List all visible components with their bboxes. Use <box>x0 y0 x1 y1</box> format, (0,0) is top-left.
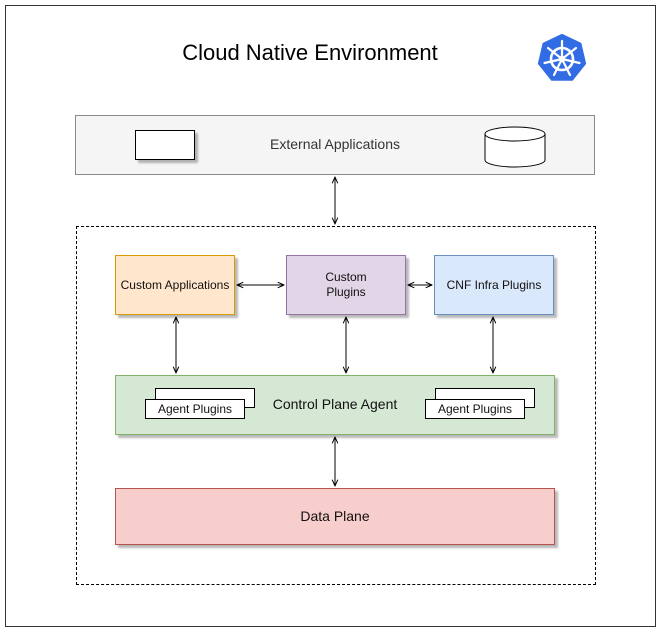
cnf-infra-plugins-box: CNF Infra Plugins <box>434 255 554 315</box>
custom-plugins-box: Custom Plugins <box>286 255 406 315</box>
kubernetes-icon <box>536 32 588 83</box>
custom-applications-label: Custom Applications <box>120 277 230 292</box>
agent-plugins-right-label: Agent Plugins <box>437 402 513 416</box>
agent-plugins-left-label: Agent Plugins <box>157 402 233 416</box>
external-applications-label: External Applications <box>270 136 400 153</box>
control-plane-agent-label: Control Plane Agent <box>272 396 398 413</box>
application-shape <box>135 130 195 160</box>
database-icon <box>484 126 546 168</box>
data-plane-label: Data Plane <box>300 507 370 524</box>
custom-plugins-label: Custom Plugins <box>325 270 367 299</box>
diagram-title: Cloud Native Environment <box>182 40 438 65</box>
custom-applications-box: Custom Applications <box>115 255 235 315</box>
agent-plugins-right: Agent Plugins <box>425 399 525 419</box>
cnf-infra-plugins-label: CNF Infra Plugins <box>446 277 542 292</box>
cnf-boundary <box>76 226 596 585</box>
data-plane-box: Data Plane <box>115 488 555 545</box>
agent-plugins-left: Agent Plugins <box>145 399 245 419</box>
